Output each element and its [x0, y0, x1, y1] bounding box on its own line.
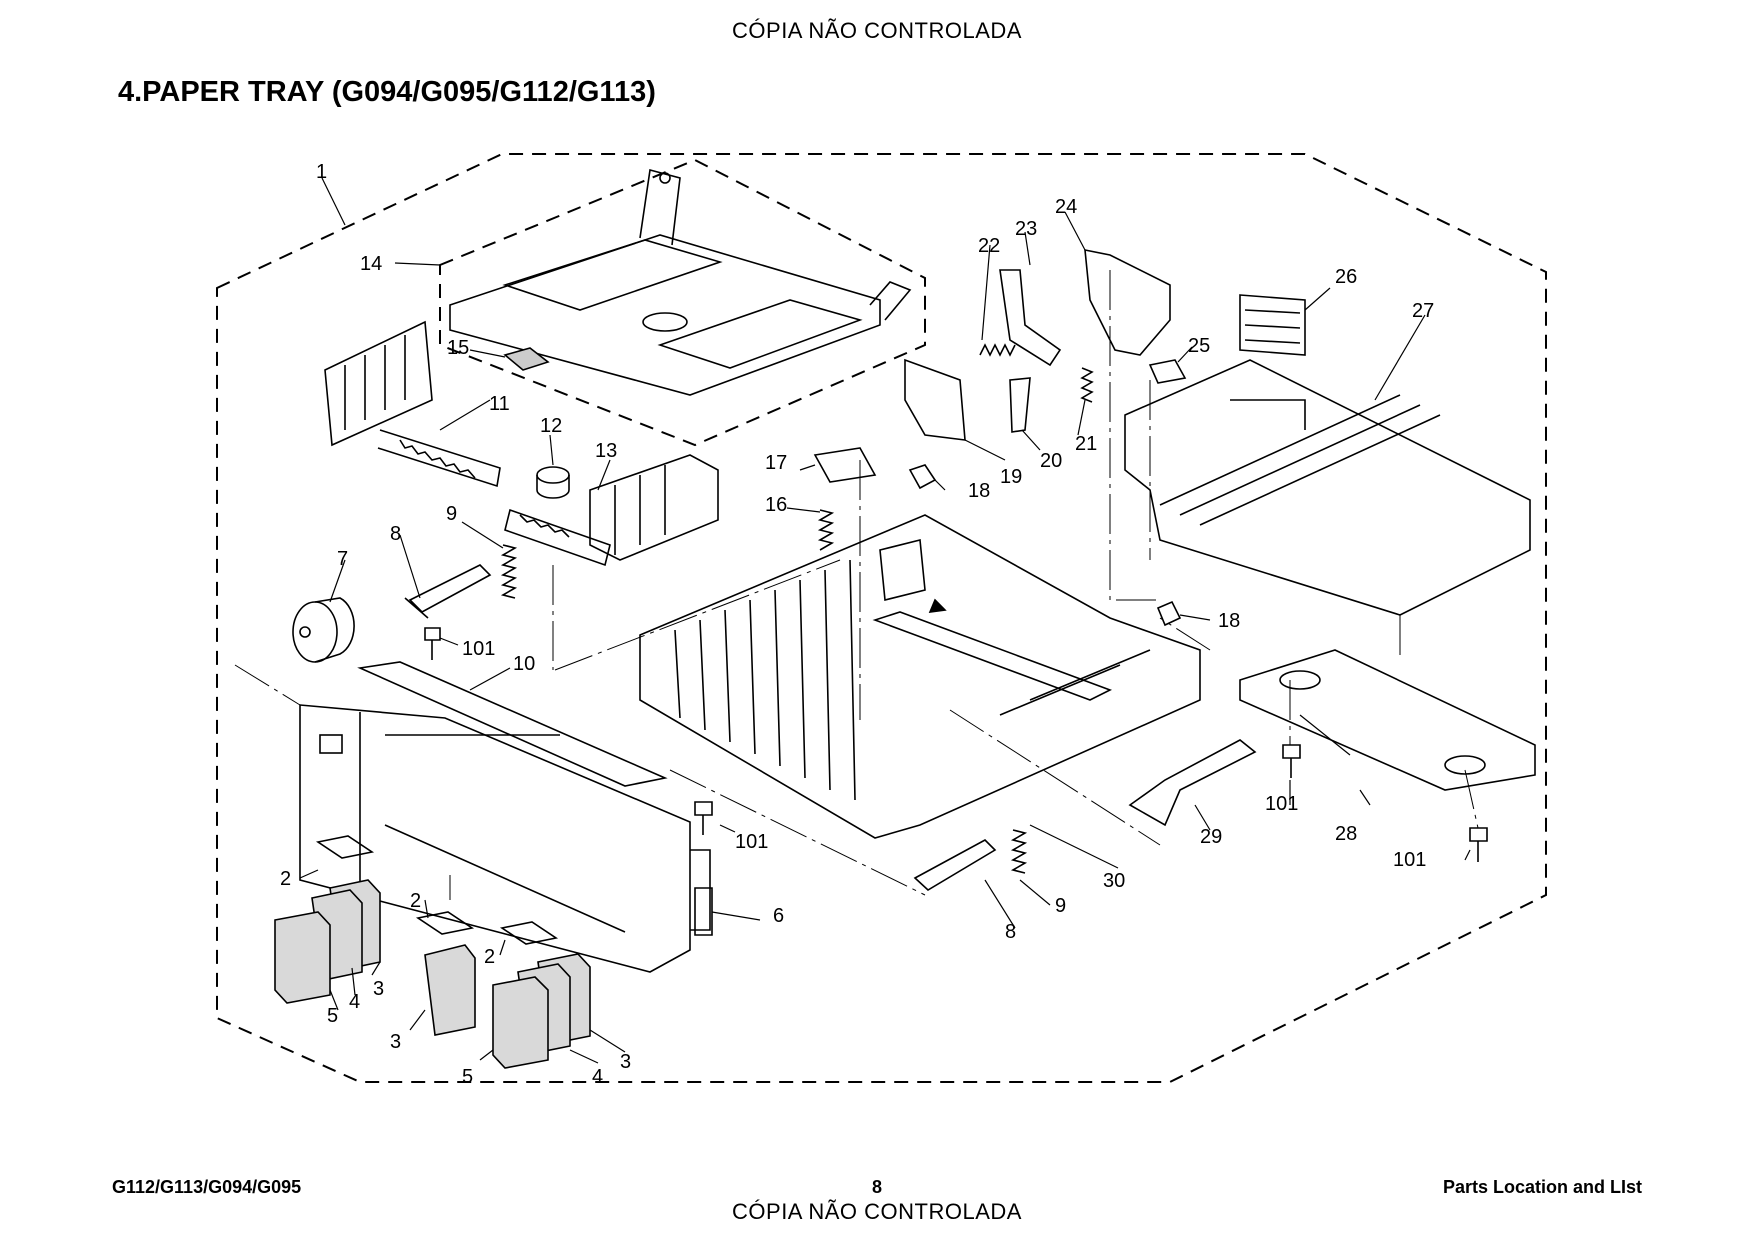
lever-23 [999, 269, 1062, 367]
callout-3a: 3 [373, 978, 384, 1000]
side-fence [324, 320, 501, 488]
callout-10: 10 [513, 653, 535, 675]
callout-4b: 4 [592, 1066, 603, 1088]
plate-subassembly-boundary [439, 158, 926, 447]
part-25 [1148, 359, 1187, 384]
callout-21: 21 [1075, 433, 1097, 455]
callout-6: 6 [773, 905, 784, 927]
strip-2c [499, 921, 559, 945]
callout-14: 14 [360, 253, 382, 275]
callout-27: 27 [1412, 300, 1434, 322]
callout-23: 23 [1015, 218, 1037, 240]
callout-25: 25 [1188, 335, 1210, 357]
spring-21 [1080, 367, 1094, 403]
projection-lines [234, 270, 1479, 900]
foam-pads [274, 879, 591, 1069]
callout-2c: 2 [484, 946, 495, 968]
screw-4 [1469, 827, 1488, 862]
callout-11: 11 [489, 393, 510, 415]
front-cover [299, 704, 711, 973]
part-6 [694, 887, 713, 936]
callout-29: 29 [1200, 826, 1222, 848]
callout-30: 30 [1103, 870, 1125, 892]
plate-28 [1239, 649, 1536, 791]
spring-bottom [1010, 829, 1028, 874]
knob [292, 597, 355, 663]
lever-bottom [913, 839, 997, 891]
callout-101c: 101 [1265, 793, 1298, 815]
bottom-plate [449, 168, 912, 396]
callout-19: 19 [1000, 466, 1022, 488]
callout-3c: 3 [620, 1051, 631, 1073]
friction-pad [503, 347, 550, 371]
callout-101a: 101 [462, 638, 495, 660]
callout-8b: 8 [1005, 921, 1016, 943]
screw-1 [424, 627, 441, 660]
callout-1: 1 [316, 161, 327, 183]
callout-16: 16 [765, 494, 787, 516]
page-title: 4.PAPER TRAY (G094/G095/G112/G113) [118, 76, 656, 108]
callout-4a: 4 [349, 991, 360, 1013]
strip-2a [315, 835, 375, 859]
bracket-19 [904, 358, 966, 441]
callout-2a: 2 [280, 868, 291, 890]
footer-section-title: Parts Location and LIst [1442, 1177, 1642, 1197]
tray-body [639, 514, 1201, 839]
callout-18b: 18 [1218, 610, 1240, 632]
callout-labels: 1 14 15 11 12 13 9 8 7 101 10 101 16 17 … [280, 161, 1434, 1088]
callout-26: 26 [1335, 266, 1357, 288]
callout-22: 22 [978, 235, 1000, 257]
callout-9b: 9 [1055, 895, 1066, 917]
pinion-gear [536, 466, 570, 499]
front-strip [357, 661, 668, 787]
spring-22 [979, 343, 1016, 357]
tray-frame [1124, 359, 1531, 616]
arm-20 [1009, 377, 1031, 433]
callout-13: 13 [595, 440, 617, 462]
spring-left [500, 544, 518, 599]
slider-17 [813, 447, 877, 483]
lever-left [404, 564, 492, 619]
label-26 [1239, 294, 1306, 356]
footer-page-number: 8 [871, 1177, 882, 1197]
callout-24: 24 [1055, 196, 1077, 218]
callout-7: 7 [337, 548, 348, 570]
clip-right [1156, 600, 1182, 627]
callout-2b: 2 [410, 890, 421, 912]
leader-lines [299, 177, 1471, 1064]
strip-2b [415, 911, 475, 935]
clip-top [908, 464, 937, 490]
end-fence [504, 454, 719, 567]
watermark-top: CÓPIA NÃO CONTROLADA [732, 18, 1022, 43]
watermark-bottom: CÓPIA NÃO CONTROLADA [732, 1199, 1022, 1224]
callout-5b: 5 [462, 1066, 473, 1088]
callout-9a: 9 [446, 503, 457, 525]
callout-12: 12 [540, 415, 562, 437]
mechanism-24 [1084, 249, 1171, 356]
footer-model-codes: G112/G113/G094/G095 [112, 1177, 302, 1197]
callout-15: 15 [447, 337, 469, 359]
spring-16 [817, 509, 835, 551]
screw-3 [1282, 744, 1301, 778]
callout-5a: 5 [327, 1005, 338, 1027]
arm-29 [1128, 739, 1257, 827]
callout-101d: 101 [1393, 849, 1426, 871]
callout-101b: 101 [735, 831, 768, 853]
callout-8a: 8 [390, 523, 401, 545]
callout-28: 28 [1335, 823, 1357, 845]
callout-3b: 3 [390, 1031, 401, 1053]
assembly-boundary [216, 153, 1547, 1083]
callout-17: 17 [765, 452, 787, 474]
callout-18a: 18 [968, 480, 990, 502]
screw-2 [694, 801, 713, 835]
callout-20: 20 [1040, 450, 1062, 472]
